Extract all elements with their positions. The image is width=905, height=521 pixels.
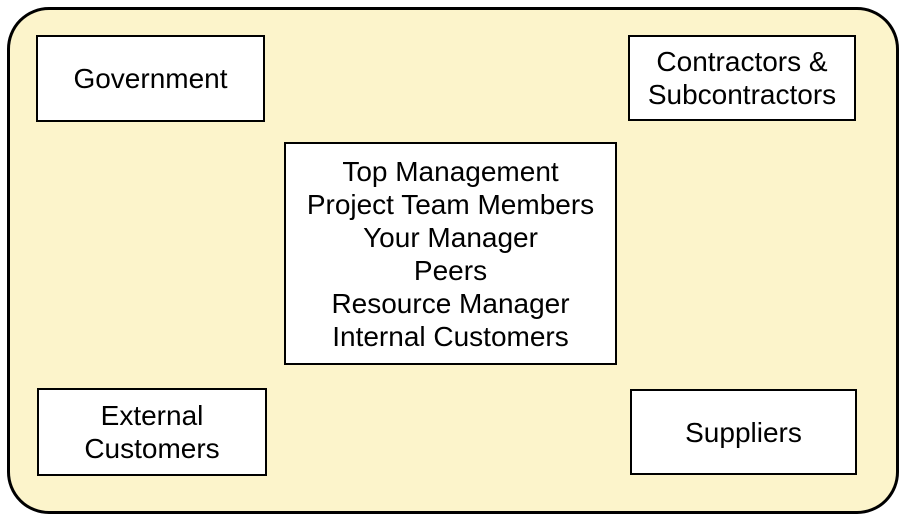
government-label: Government (73, 63, 228, 94)
suppliers-label: Suppliers (685, 416, 802, 448)
external-customers-label-line: Customers (84, 433, 220, 464)
external-customers-label-line: External (100, 400, 204, 431)
contractors-label-line: Subcontractors (647, 79, 837, 110)
internal-stakeholder-item: Resource Manager (331, 287, 570, 319)
box-internal-stakeholders: Top Management Project Team Members Your… (284, 142, 617, 365)
box-contractors-subcontractors: Contractors & Subcontractors (628, 35, 856, 121)
box-suppliers: Suppliers (630, 389, 857, 475)
contractors-label-line: Contractors & (656, 46, 828, 77)
diagram-frame: Government Contractors & Subcontractors … (7, 7, 899, 514)
box-government: Government (36, 35, 265, 122)
internal-stakeholder-item: Your Manager (363, 221, 538, 253)
internal-stakeholder-item: Internal Customers (332, 320, 569, 352)
internal-stakeholder-item: Peers (413, 254, 488, 286)
box-external-customers: External Customers (37, 388, 267, 476)
internal-stakeholder-item: Top Management (342, 155, 559, 187)
internal-stakeholder-item: Project Team Members (306, 188, 595, 220)
